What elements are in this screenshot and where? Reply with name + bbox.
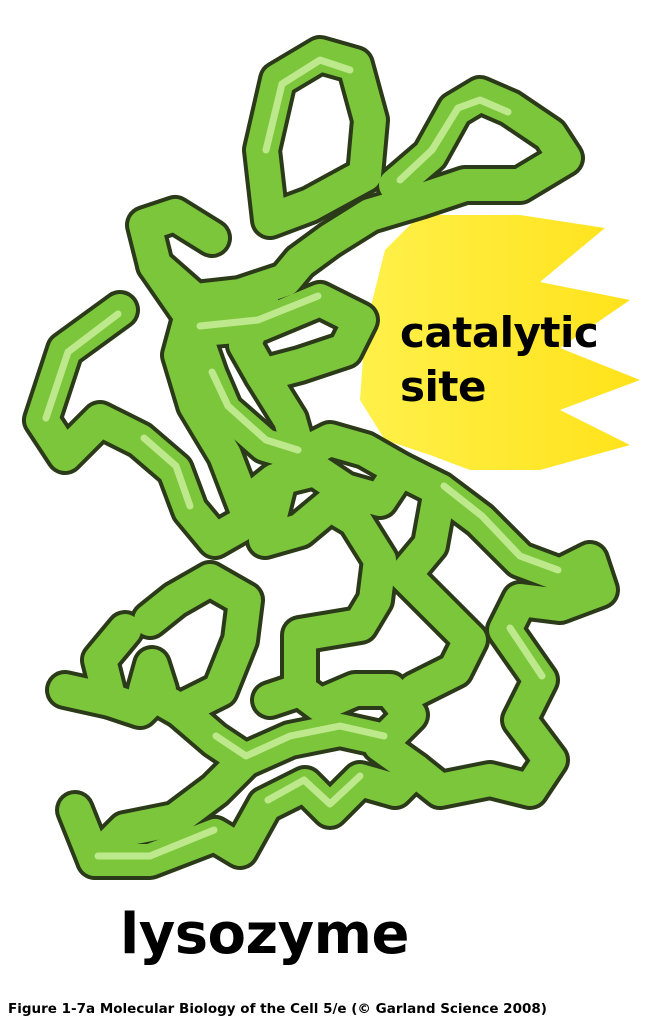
backbone-right-inner — [389, 474, 486, 706]
backbone-left-bottom — [174, 302, 416, 516]
catalytic-site-label-line1: catalytic — [400, 308, 599, 357]
catalytic-site-region — [360, 215, 640, 470]
backbone-highlight-right — [440, 482, 562, 680]
figure-caption: Figure 1-7a Molecular Biology of the Cel… — [8, 1001, 547, 1017]
backbone-highlight-bottom — [94, 772, 364, 860]
backbone-highlight-top — [262, 56, 512, 184]
protein-backbone — [22, 35, 620, 880]
catalytic-site-label: catalytic site — [400, 306, 599, 414]
backbone-bottom-zigzag — [59, 729, 431, 876]
backbone-lower-left-short — [49, 674, 261, 876]
backbone-highlight-left — [42, 310, 194, 510]
backbone-highlight-lower — [212, 722, 388, 760]
backbone-upper-middle — [139, 249, 376, 391]
backbone-top-loop — [246, 39, 386, 236]
backbone-middle-chain — [246, 359, 396, 706]
backbone-highlight-middle — [196, 292, 322, 454]
catalytic-site-label-line2: site — [400, 362, 486, 411]
protein-name-label: lysozyme — [120, 902, 409, 967]
